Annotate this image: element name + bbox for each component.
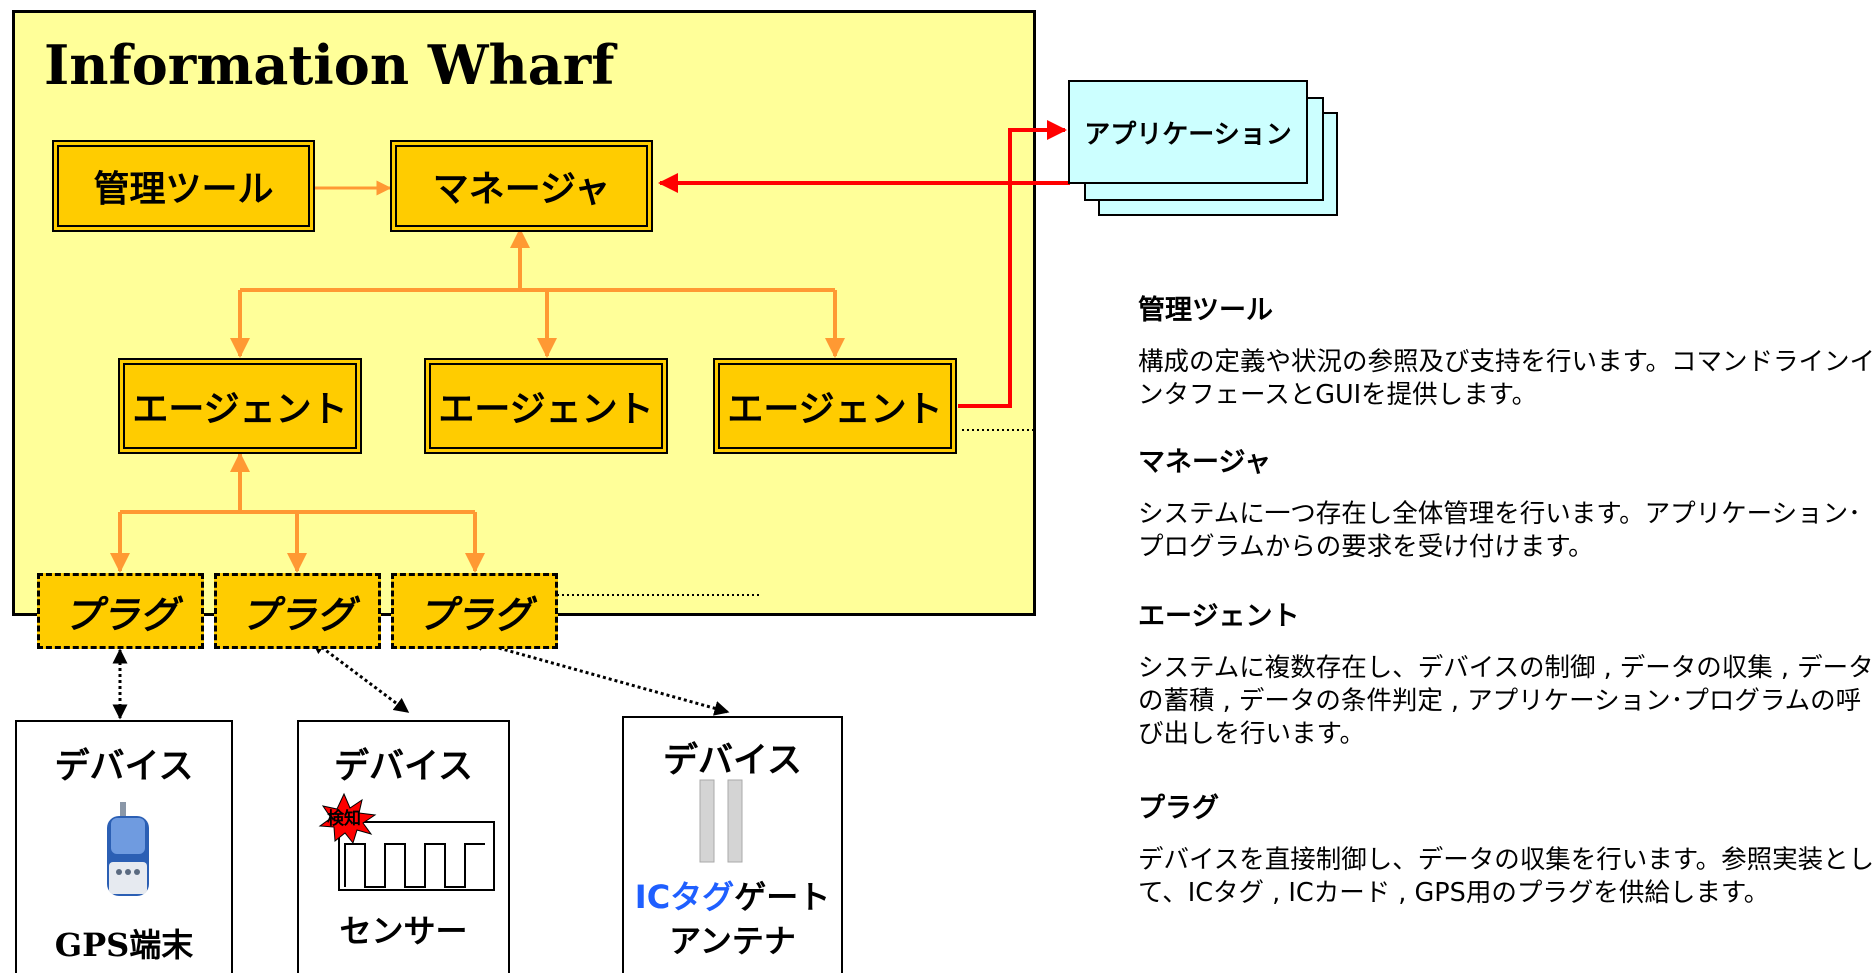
agent-label: エージェント: [438, 389, 654, 430]
manager-label: マネージャ: [432, 169, 611, 210]
device-title: デバイス: [54, 747, 194, 787]
desc-heading-agent: エージェント: [1138, 601, 1300, 632]
agent-label: エージェント: [727, 389, 943, 430]
manager-box: マネージャ: [390, 140, 653, 232]
detect-burst-shape: [318, 792, 377, 845]
desc-body-management-tool: 構成の定義や状況の参照及び支持を行います。コマンドラインインタフェースとGUIを…: [1138, 347, 1875, 410]
desc-heading-manager: マネージャ: [1138, 447, 1272, 478]
agent-box-1: エージェント: [118, 358, 362, 454]
ic-tag-gate-icon: [699, 779, 743, 863]
plug-box-2: プラグ: [214, 573, 381, 649]
gate-text: ゲート: [734, 878, 831, 916]
desc-body-plug: デバイスを直接制御し、データの収集を行います。参照実装として、ICタグ , IC…: [1138, 845, 1875, 908]
agent-plugs-tree: [110, 452, 485, 573]
desc-heading-plug: プラグ: [1138, 793, 1219, 824]
plug-device-links: [112, 636, 730, 720]
device-sensor: デバイス 検知 センサー: [297, 720, 510, 973]
device-caption: センサー: [339, 912, 468, 950]
agent-box-2: エージェント: [424, 358, 668, 454]
device-title: デバイス: [334, 747, 473, 787]
management-tool-box: 管理ツール: [52, 140, 315, 232]
plug-label: プラグ: [417, 592, 532, 637]
manager-agents-tree: [230, 228, 845, 358]
agent-label: エージェント: [132, 389, 348, 430]
application-label: アプリケーション: [1084, 119, 1292, 150]
device-gps: デバイス GPS端末: [15, 720, 233, 973]
desc-body-agent: システムに複数存在し、デバイスの制御 , データの収集 , データの蓄積 , デ…: [1138, 653, 1874, 749]
plug-label: プラグ: [63, 592, 178, 637]
desc-body-manager: システムに一つ存在し全体管理を行います。アプリケーション･プログラムからの要求を…: [1138, 499, 1861, 562]
device-caption: GPS端末: [54, 926, 194, 964]
desc-heading-management-tool: 管理ツール: [1138, 295, 1273, 326]
management-tool-label: 管理ツール: [93, 169, 274, 210]
diagram-title: Information Wharf: [44, 33, 615, 97]
application-box: アプリケーション: [1068, 80, 1308, 184]
agent-box-3: エージェント: [713, 358, 957, 454]
agent-to-application-arrow: [958, 120, 1067, 408]
device-title: デバイス: [663, 741, 802, 781]
ic-tag-accent: ICタグ: [634, 878, 735, 916]
detect-badge: 検知: [327, 809, 361, 829]
plug-box-3: プラグ: [391, 573, 558, 649]
device-caption-line1: ICタグゲート: [624, 872, 841, 918]
information-wharf-panel: [12, 10, 1036, 616]
gps-terminal-icon: [107, 802, 149, 896]
plug-box-1: プラグ: [37, 573, 204, 649]
device-ic-gate: デバイス ICタグゲート アンテナ: [622, 716, 843, 973]
plug-label: プラグ: [240, 592, 355, 637]
sensor-signal-icon: [318, 792, 495, 891]
device-caption-line2: アンテナ: [669, 922, 796, 960]
